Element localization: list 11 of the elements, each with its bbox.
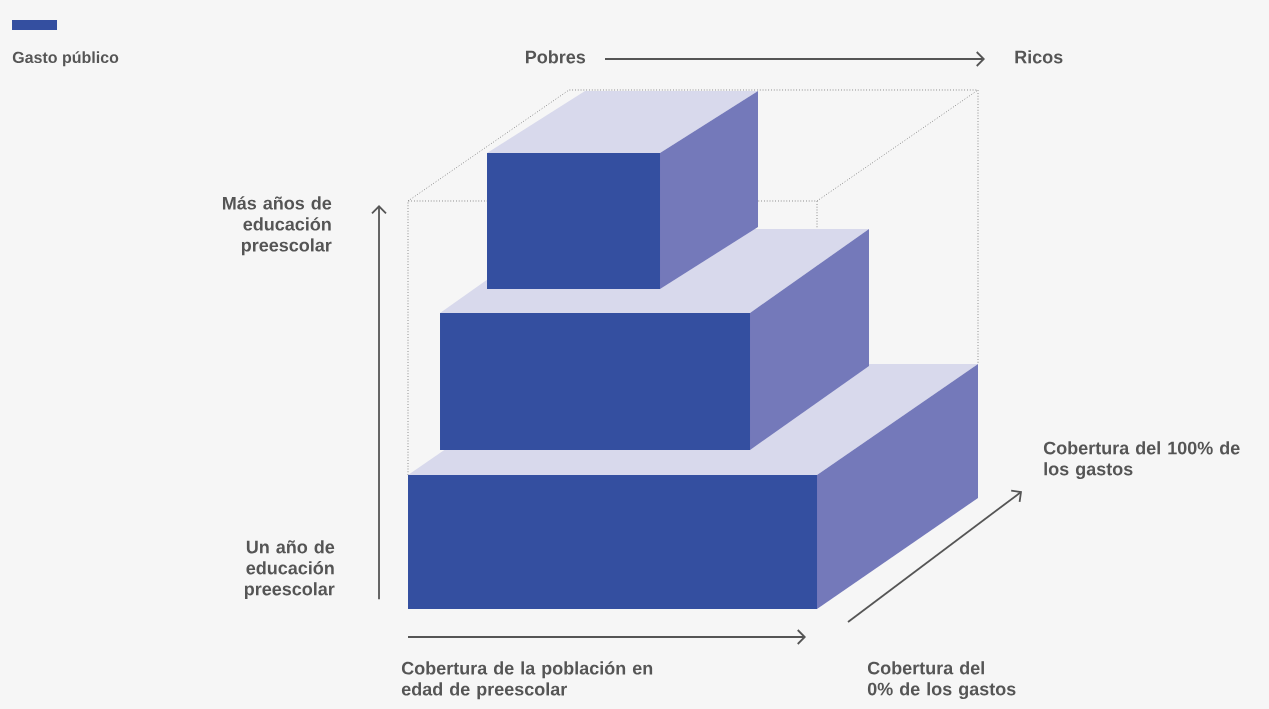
axis-label: Más años de educación preescolar — [223, 196, 332, 256]
legend-label: Gasto público — [12, 51, 119, 67]
axis-label: Un año de educación preescolar — [244, 540, 335, 599]
arrow — [604, 51, 985, 67]
axis-label: Cobertura de la población en edad de preescolar — [401, 661, 653, 700]
axis-label: Ricos — [1015, 50, 1063, 64]
arrow — [371, 205, 387, 601]
axis-label: Pobres — [526, 50, 586, 64]
axis-label: Cobertura del 0% de los gastos — [867, 661, 1016, 700]
arrow — [847, 489, 1022, 623]
axis-label: Cobertura del 100% de los gastos — [1043, 441, 1240, 480]
